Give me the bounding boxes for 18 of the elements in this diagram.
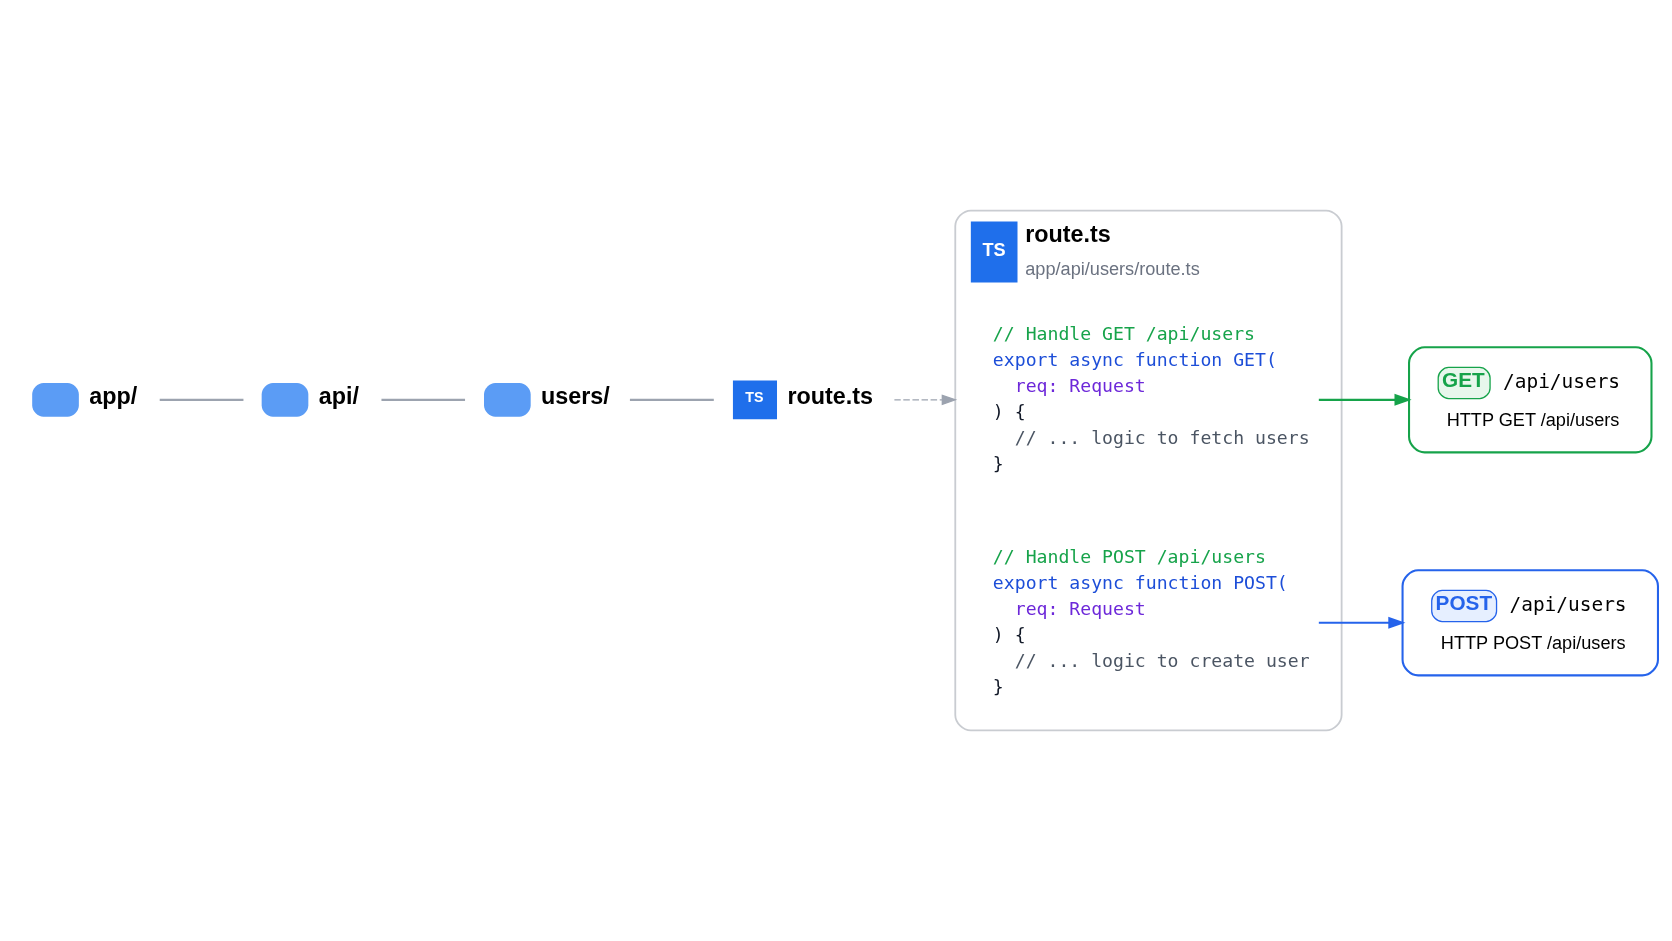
connector [381,398,466,401]
node-text: // Handle POST /api/users export async function POST( req: Request ) { // ... logic to create user } [992,546,1310,698]
arrow [893,394,958,406]
node-box [484,383,531,417]
node-label: route.ts [787,383,873,410]
node-label: app/ [89,383,138,410]
node-box: POST /api/users HTTP POST /api/users [1401,569,1659,677]
node-box [32,383,79,417]
node-text: // Handle GET /api/users export async function GET( req: Request ) { // ... logic to fetch users } [992,323,1310,475]
node-box: TS [732,380,777,420]
node-label: users/ [541,383,610,410]
arrow [1318,616,1406,629]
node-label: api/ [318,383,359,410]
arrow [1318,393,1412,406]
node-box [261,383,309,417]
connector [159,398,244,401]
node-box: GET /api/users HTTP GET /api/users [1408,346,1653,454]
connector [629,398,714,401]
